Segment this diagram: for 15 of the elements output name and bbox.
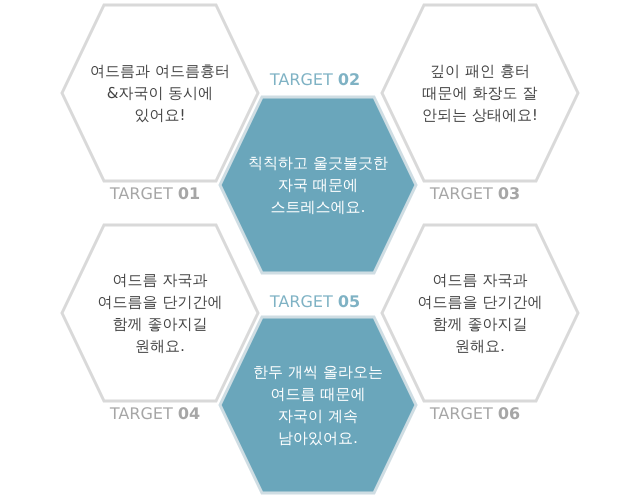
hexagon [218, 95, 418, 275]
hexagon-text: 칙칙하고 울긋불긋한 자국 때문에 스트레스에요. [248, 153, 388, 218]
hexagon-text: 한두 개씩 올라오는 여드름 때문에 자국이 계속 남아있어요. [252, 362, 384, 449]
hexagon-text: 여드름 자국과 여드름을 단기간에 함께 좋아지길 원해요. [416, 270, 544, 357]
hexagon-text: 깊이 패인 흉터 때문에 화장도 잘 안되는 상태에요! [421, 61, 539, 126]
hexagon [380, 223, 580, 403]
target-label: TARGET 02 [270, 70, 360, 89]
target-label: TARGET 04 [110, 404, 200, 423]
target-label: TARGET 01 [110, 184, 200, 203]
target-label: TARGET 03 [430, 184, 520, 203]
target-label: TARGET 06 [430, 404, 520, 423]
target-label: TARGET 05 [270, 292, 360, 311]
hexagon-text: 여드름 자국과 여드름을 단기간에 함께 좋아지길 원해요. [96, 270, 224, 357]
hexagon-text: 여드름과 여드름흉터&자국이 동시에 있어요! [90, 61, 230, 126]
hexagon [218, 315, 418, 495]
